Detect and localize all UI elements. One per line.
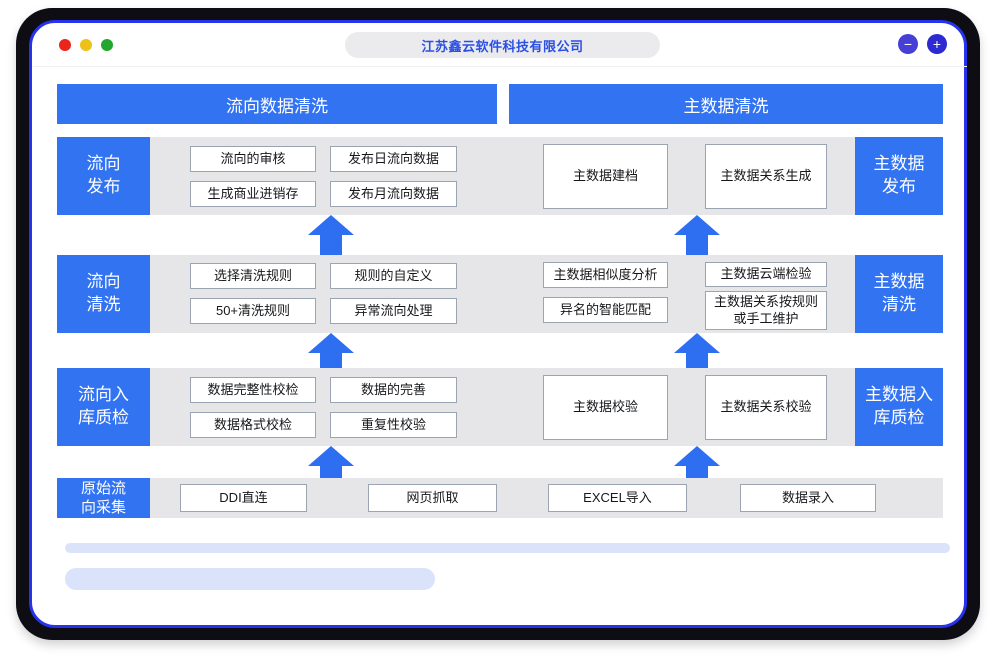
node-abnormal-flow-handling: 异常流向处理 (330, 298, 457, 324)
stage-label-raw-collect: 原始流 向采集 (57, 478, 150, 518)
up-arrow-icon (674, 446, 720, 478)
skeleton-bar-long (65, 543, 950, 553)
header-master-data-cleaning: 主数据清洗 (509, 84, 943, 124)
close-button[interactable] (59, 39, 71, 51)
node-publish-daily-flow: 发布日流向数据 (330, 146, 457, 172)
stage-label-flow-publish: 流向 发布 (57, 137, 150, 215)
node-master-relation-check: 主数据关系校验 (705, 375, 827, 440)
titlebar-divider (33, 66, 967, 67)
up-arrow-icon (308, 446, 354, 478)
node-select-cleaning-rules: 选择清洗规则 (190, 263, 316, 289)
node-duplicate-check: 重复性校验 (330, 412, 457, 438)
node-web-scraping: 网页抓取 (368, 484, 497, 512)
node-data-completion: 数据的完善 (330, 377, 457, 403)
node-similarity-analysis: 主数据相似度分析 (543, 262, 668, 288)
node-format-check: 数据格式校检 (190, 412, 316, 438)
node-ddi-direct: DDI直连 (180, 484, 307, 512)
skeleton-bar-short (65, 568, 435, 590)
up-arrow-icon (674, 333, 720, 368)
stage-label-master-cleaning: 主数据 清洗 (855, 255, 943, 333)
stage-label-flow-cleaning: 流向 清洗 (57, 255, 150, 333)
node-publish-monthly-flow: 发布月流向数据 (330, 181, 457, 207)
maximize-button[interactable] (101, 39, 113, 51)
node-50plus-rules: 50+清洗规则 (190, 298, 316, 324)
stage-label-flow-qc: 流向入 库质检 (57, 368, 150, 446)
zoom-in-button[interactable]: + (927, 34, 947, 54)
minimize-button[interactable] (80, 39, 92, 51)
stage-label-master-publish: 主数据 发布 (855, 137, 943, 215)
node-relation-rule-or-manual: 主数据关系按规则 或手工维护 (705, 291, 827, 330)
node-data-entry: 数据录入 (740, 484, 876, 512)
header-flow-data-cleaning: 流向数据清洗 (57, 84, 497, 124)
node-custom-rules: 规则的自定义 (330, 263, 457, 289)
node-integrity-check: 数据完整性校检 (190, 377, 316, 403)
node-alias-smart-matching: 异名的智能匹配 (543, 297, 668, 323)
node-cloud-verification: 主数据云端检验 (705, 262, 827, 287)
zoom-out-button[interactable]: − (898, 34, 918, 54)
node-generate-commercial-psi: 生成商业进销存 (190, 181, 316, 207)
up-arrow-icon (308, 215, 354, 255)
up-arrow-icon (674, 215, 720, 255)
node-master-data-filing: 主数据建档 (543, 144, 668, 209)
node-master-data-check: 主数据校验 (543, 375, 668, 440)
stage-label-master-qc: 主数据入 库质检 (855, 368, 943, 446)
node-excel-import: EXCEL导入 (548, 484, 687, 512)
node-flow-audit: 流向的审核 (190, 146, 316, 172)
window-title: 江苏鑫云软件科技有限公司 (345, 32, 660, 58)
node-master-relation-generate: 主数据关系生成 (705, 144, 827, 209)
up-arrow-icon (308, 333, 354, 368)
